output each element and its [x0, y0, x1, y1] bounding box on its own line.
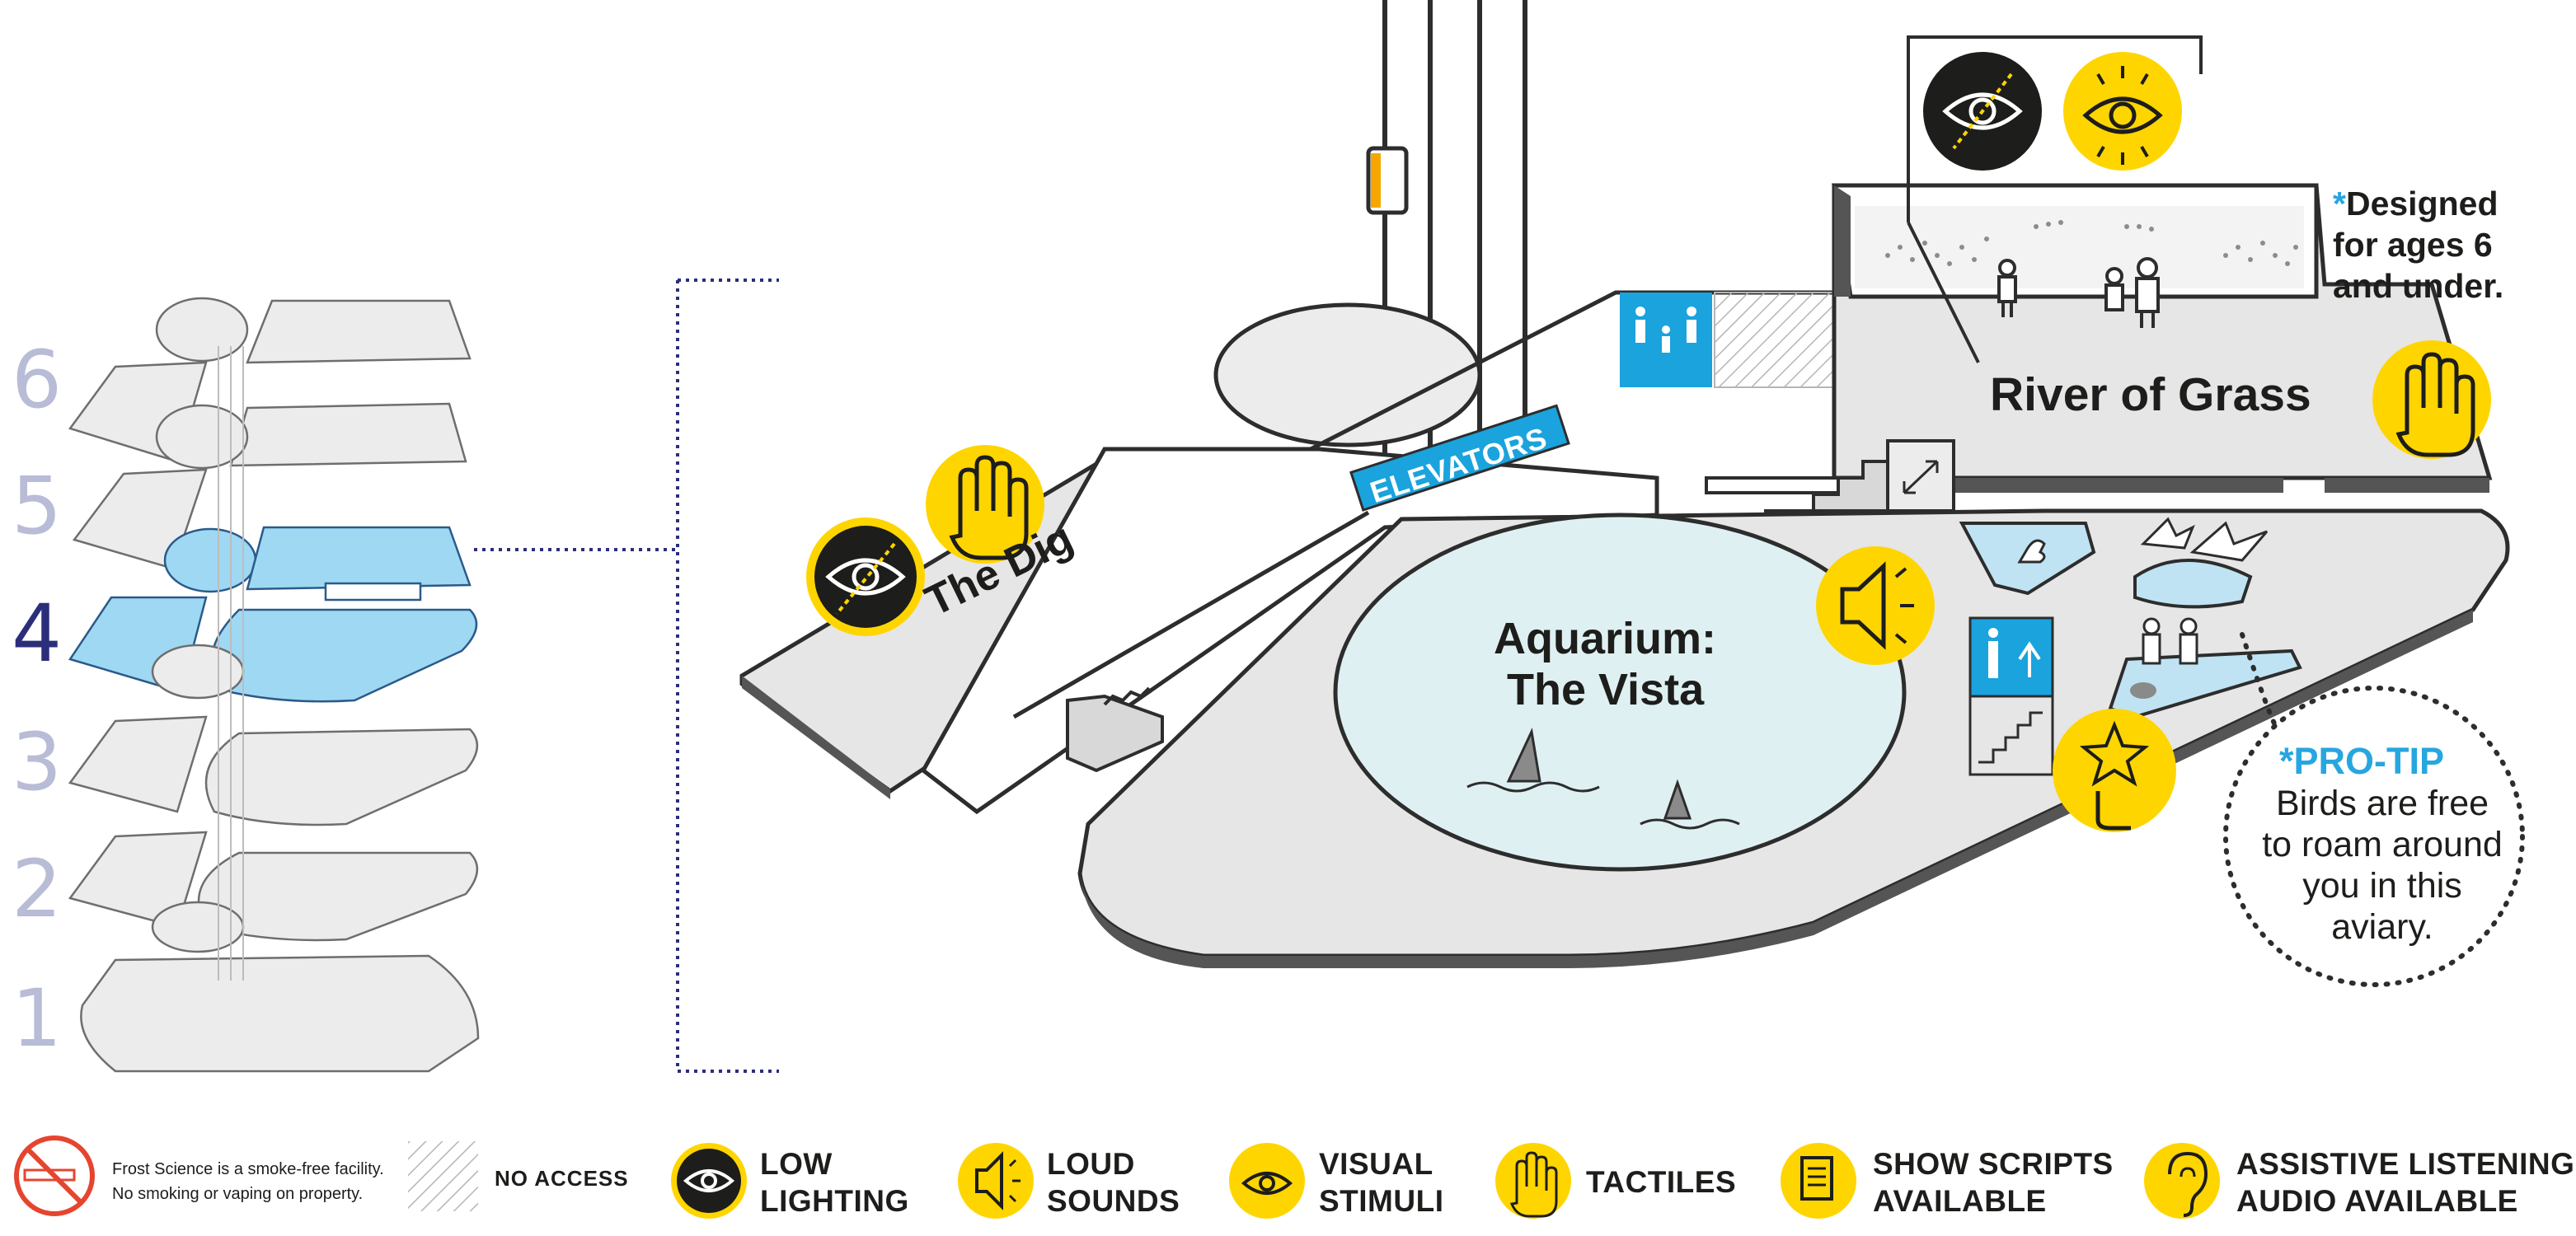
river-tactiles-icon	[2372, 340, 2491, 459]
walkway-stairs	[1066, 686, 1164, 773]
stack-shaft	[218, 346, 244, 981]
age-note: *Designed for ages 6 and under.	[2333, 183, 2503, 307]
age-note-star: *	[2333, 185, 2346, 222]
bird-island	[2133, 517, 2269, 609]
legend-tactiles-icon	[1495, 1143, 1571, 1219]
legend-visual-stimuli-icon	[1229, 1143, 1305, 1219]
floor-stack	[68, 297, 480, 1073]
no-access-swatch	[408, 1141, 478, 1211]
no-access-label: NO ACCESS	[495, 1166, 629, 1191]
duck-pond	[1959, 522, 2096, 596]
legend-low-lighting-line1: LOW	[760, 1147, 833, 1181]
legend-tactiles: TACTILES	[1586, 1163, 1736, 1201]
legend-visual-stimuli: VISUAL STIMULI	[1319, 1145, 1443, 1220]
floor-2-outline	[68, 831, 478, 942]
pro-tip-circle	[2223, 686, 2525, 987]
pro-tip-line3: you in this	[2302, 866, 2462, 906]
aviary-tactile-starfish-icon	[2053, 709, 2176, 832]
pro-tip-body: Birds are free to roam around you in thi…	[2226, 783, 2539, 948]
legend-assistive-listening: ASSISTIVE LISTENING AUDIO AVAILABLE	[2236, 1145, 2574, 1220]
legend-assistive-listening-line2: AUDIO AVAILABLE	[2236, 1184, 2518, 1218]
elevator-stairs-sign	[1968, 616, 2054, 776]
dig-low-lighting-icon	[806, 517, 925, 636]
shark-fin-icons	[1466, 727, 1740, 830]
legend-assistive-listening-line1: ASSISTIVE LISTENING	[2236, 1147, 2575, 1181]
floor-5-label[interactable]: 5	[12, 460, 63, 552]
pro-tip-title-text: PRO-TIP	[2293, 740, 2445, 782]
legend-low-lighting-icon	[671, 1143, 747, 1219]
legend-show-scripts-line2: AVAILABLE	[1873, 1184, 2047, 1218]
legend-visual-stimuli-line1: VISUAL	[1319, 1147, 1433, 1181]
elevators-tag	[1349, 404, 1570, 512]
river-low-lighting-icon	[1923, 52, 2042, 171]
pro-tip-title: *PRO-TIP	[2279, 740, 2576, 783]
age-note-line3: and under.	[2333, 267, 2504, 305]
no-smoking-icon	[14, 1135, 95, 1216]
floor-3-label[interactable]: 3	[12, 716, 63, 808]
smoke-free-line2: No smoking or vaping on property.	[112, 1185, 364, 1203]
legend-assistive-listening-icon	[2144, 1143, 2220, 1219]
floor-connector	[474, 279, 779, 1073]
floor-3-outline	[68, 644, 478, 826]
floor-4-highlight	[68, 526, 478, 703]
pro-tip-line4: aviary.	[2331, 907, 2433, 947]
pro-tip-star: *	[2279, 740, 2294, 782]
age-note-line2: for ages 6	[2333, 226, 2493, 264]
smoke-free-notice: Frost Science is a smoke-free facility. …	[112, 1157, 384, 1206]
dig-tactiles-icon	[926, 445, 1044, 564]
floor-1-label[interactable]: 1	[12, 972, 63, 1065]
floor-4-label[interactable]: 4	[12, 588, 63, 680]
age-note-line1: Designed	[2345, 185, 2499, 222]
pro-tip-line1: Birds are free	[2275, 784, 2489, 823]
floor-6-label[interactable]: 6	[12, 334, 63, 426]
legend-loud-sounds-icon	[958, 1143, 1034, 1219]
legend-low-lighting: LOW LIGHTING	[760, 1145, 909, 1220]
legend-show-scripts-icon	[1781, 1143, 1856, 1219]
family-restroom-sign	[1620, 293, 1712, 387]
no-access-area	[1714, 292, 1851, 388]
visitor-figures	[1997, 257, 2160, 328]
aquarium-pool	[1333, 513, 1907, 872]
floor-1-outline	[80, 901, 480, 1073]
floor-6-outline	[68, 297, 472, 463]
legend-visual-stimuli-line2: STIMULI	[1319, 1184, 1444, 1218]
aquarium-label-line1: Aquarium:	[1494, 614, 1716, 663]
river-visual-stimuli-icon	[2063, 52, 2182, 171]
legend-show-scripts-line1: SHOW SCRIPTS	[1873, 1147, 2114, 1181]
legend-low-lighting-line2: LIGHTING	[760, 1184, 909, 1218]
aquarium-loud-sounds-icon	[1816, 546, 1935, 665]
legend-loud-sounds-line2: SOUNDS	[1047, 1184, 1180, 1218]
stairs	[1764, 439, 1955, 513]
legend-loud-sounds: LOUD SOUNDS	[1047, 1145, 1180, 1220]
aquarium-label-line2: The Vista	[1507, 665, 1705, 714]
river-of-grass-label: River of Grass	[1990, 368, 2311, 421]
legend-show-scripts: SHOW SCRIPTS AVAILABLE	[1873, 1145, 2114, 1220]
legend-loud-sounds-line1: LOUD	[1047, 1147, 1135, 1181]
legend-tactiles-line1: TACTILES	[1586, 1165, 1737, 1199]
floor-2-label[interactable]: 2	[12, 843, 63, 935]
smoke-free-line1: Frost Science is a smoke-free facility.	[112, 1160, 384, 1178]
pro-tip-line2: to roam around	[2262, 825, 2503, 864]
round-platform	[1213, 302, 1482, 447]
